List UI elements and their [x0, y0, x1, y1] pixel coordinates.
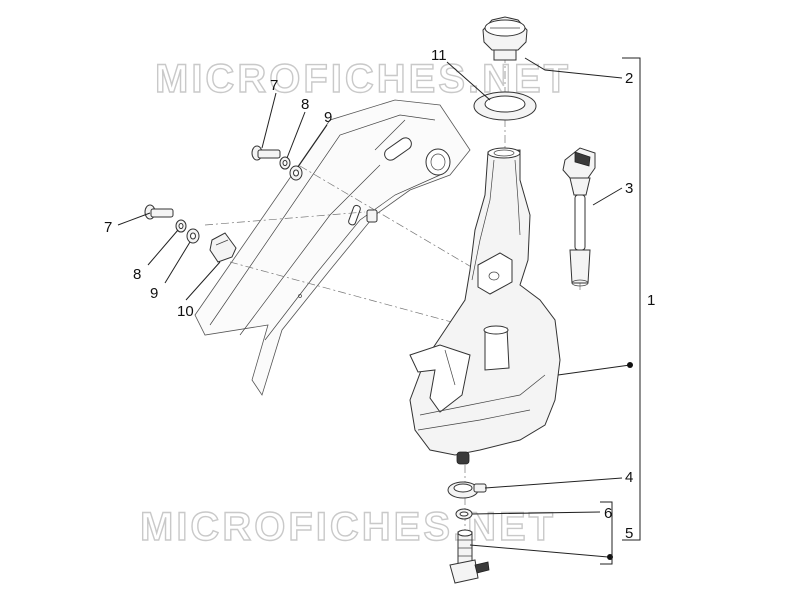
- fuel-level-sender: [562, 147, 596, 287]
- alignment-lines: [204, 55, 581, 560]
- frame-section: [194, 99, 471, 396]
- callout-7-lower: 7: [104, 219, 112, 236]
- fuel-tap: [449, 529, 490, 584]
- upper-bolt-set: [251, 145, 303, 181]
- callout-4: 4: [625, 469, 633, 486]
- callout-10: 10: [177, 303, 194, 320]
- callout-5: 5: [625, 525, 633, 542]
- hose-clamp: [447, 481, 487, 499]
- callout-9-upper: 9: [324, 109, 332, 126]
- cap-gasket: [473, 91, 537, 121]
- sealing-washer: [455, 508, 473, 520]
- callout-3: 3: [625, 180, 633, 197]
- callout-6: 6: [604, 505, 612, 522]
- callout-1: 1: [647, 292, 655, 309]
- callout-7-upper: 7: [270, 77, 278, 94]
- fuel-tank: [409, 147, 561, 465]
- callout-2: 2: [625, 70, 633, 87]
- fuel-cap: [482, 16, 528, 61]
- callout-11: 11: [431, 47, 447, 64]
- watermark-bottom: MICROFICHES.NET: [140, 505, 556, 549]
- callout-8-upper: 8: [301, 96, 309, 113]
- lower-bolt-set: [144, 204, 237, 263]
- leader-lines: [117, 57, 641, 565]
- tank-dot: [627, 362, 633, 368]
- callout-labels: 11 2 3 1 4 6 5 7 8 9 7 8 9 10: [104, 47, 655, 542]
- callout-9-lower: 9: [150, 285, 158, 302]
- callout-8-lower: 8: [133, 266, 141, 283]
